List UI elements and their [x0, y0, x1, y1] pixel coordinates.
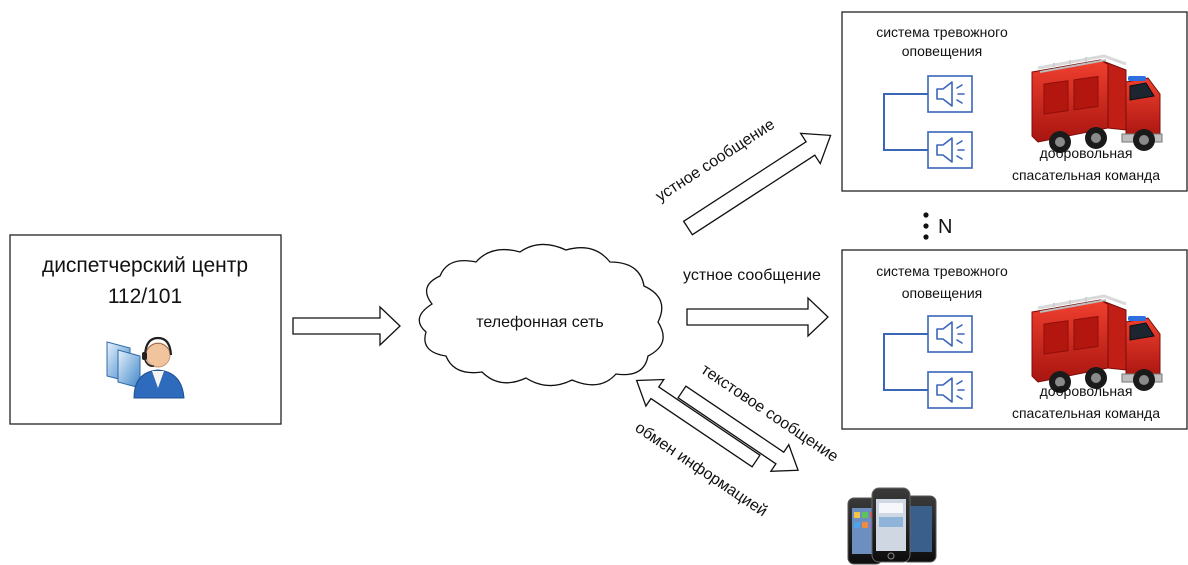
network-label: телефонная сеть — [476, 314, 604, 331]
station2-team-line2: спасательная команда — [1012, 405, 1160, 421]
arrow-dispatch-to-network — [292, 305, 401, 347]
dispatch-title-line2: 112/101 — [108, 285, 182, 308]
multiplicity-label: N — [938, 216, 952, 238]
loudspeaker-icon — [927, 315, 973, 353]
smartphones-icon — [847, 487, 937, 565]
multiplicity-marker: N — [923, 212, 952, 240]
dispatch-title-line1: диспетчерский центр — [42, 254, 248, 277]
station2-alarm-line2: оповещения — [902, 285, 983, 301]
rescue-station-2: система тревожного оповещения добровольн… — [841, 249, 1188, 430]
loudspeaker-icon — [927, 131, 973, 169]
station1-alarm-line2: оповещения — [902, 43, 983, 59]
station2-alarm-line1: система тревожного — [876, 263, 1008, 279]
station1-team-line1: добровольная — [1040, 145, 1133, 161]
operator-headset-icon — [106, 336, 185, 399]
arrow-network-to-station-upper — [682, 132, 832, 236]
telephone-network-cloud: телефонная сеть — [418, 243, 664, 387]
station1-alarm-line1: система тревожного — [876, 24, 1008, 40]
arrow-network-to-station-middle — [686, 296, 829, 338]
dispatch-center-box: диспетчерский центр 112/101 — [9, 234, 282, 425]
loudspeaker-icon — [927, 371, 973, 409]
arrow-label-voice-middle: устное сообщение — [683, 267, 821, 284]
rescue-station-1: система тревожного оповещения добровольн… — [841, 11, 1188, 192]
station1-team-line2: спасательная команда — [1012, 167, 1160, 183]
arrow-phones-to-network — [635, 378, 761, 468]
arrow-network-to-phones — [677, 385, 799, 472]
station2-team-line1: добровольная — [1040, 383, 1133, 399]
loudspeaker-icon — [927, 75, 973, 113]
